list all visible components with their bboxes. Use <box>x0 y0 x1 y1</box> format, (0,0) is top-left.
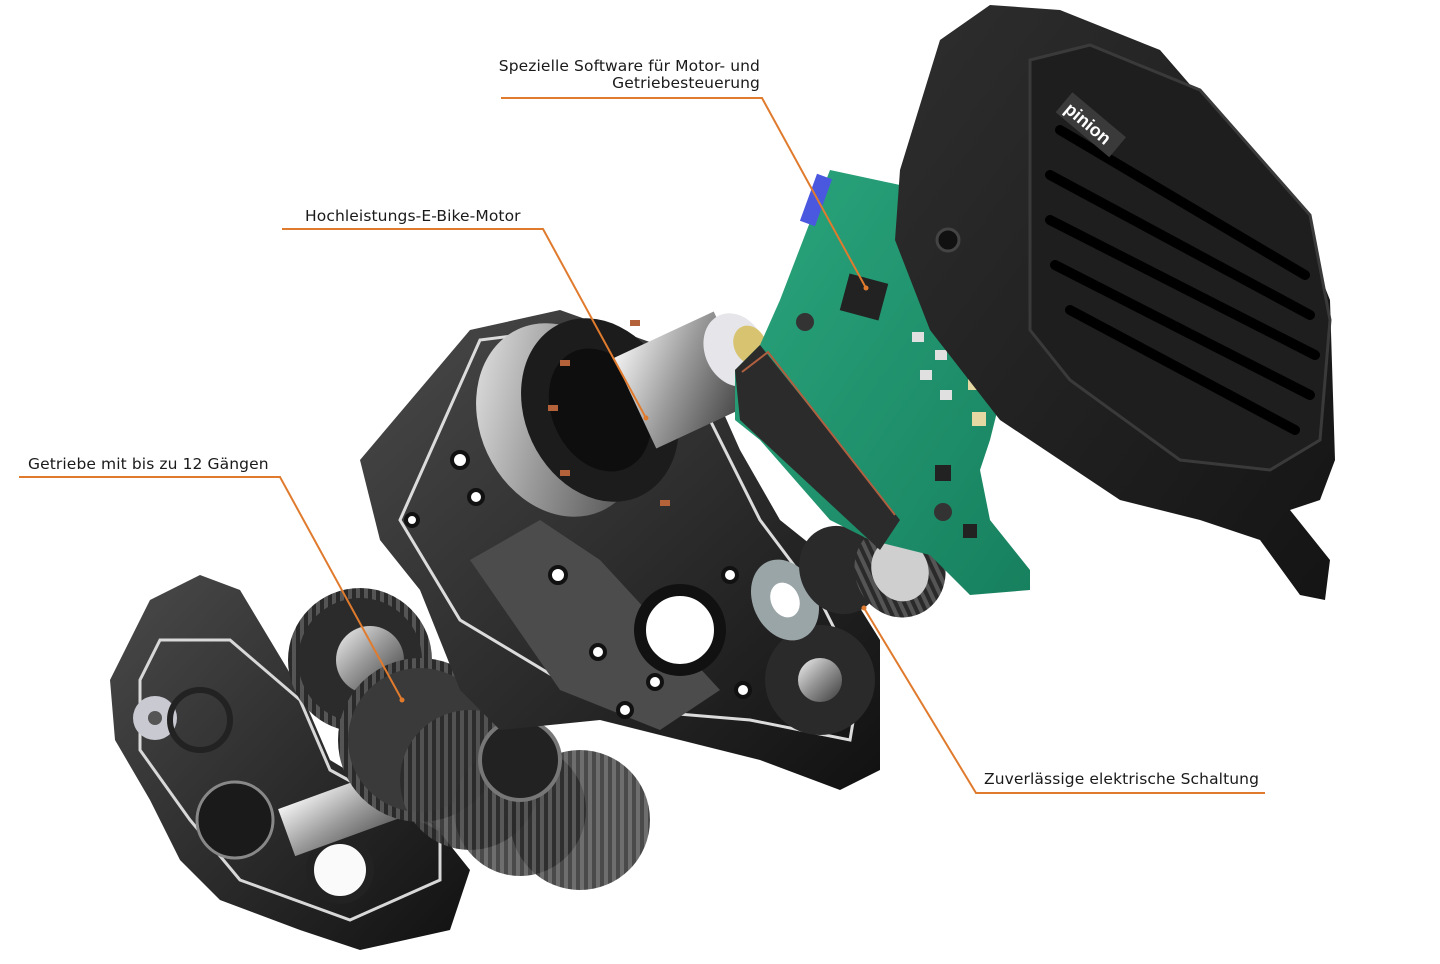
callout-line-shifting <box>863 607 1265 794</box>
callout-line-gearbox <box>19 476 403 701</box>
callout-line-motor <box>282 228 647 419</box>
callout-lines <box>19 97 1265 794</box>
callout-motor-text: Hochleistungs-E-Bike-Motor <box>305 207 521 225</box>
callout-label-motor: Hochleistungs-E-Bike-Motor <box>305 208 521 225</box>
protective-cover: pinion <box>895 5 1335 600</box>
callout-label-gearbox: Getriebe mit bis zu 12 Gängen <box>28 456 269 473</box>
callout-shifting-text: Zuverlässige elektrische Schaltung <box>984 770 1260 788</box>
callout-end-dots <box>399 285 869 703</box>
callout-label-software: Spezielle Software für Motor- und Getrie… <box>470 58 760 92</box>
gear-cluster <box>278 588 650 890</box>
callout-line-software <box>501 97 867 289</box>
callout-software-line2: Getriebesteuerung <box>612 74 760 92</box>
gearbox-housing-left <box>110 575 470 950</box>
callout-software-line1: Spezielle Software für Motor- und <box>498 57 760 75</box>
callout-label-shifting: Zuverlässige elektrische Schaltung <box>984 771 1259 788</box>
callout-gearbox-text: Getriebe mit bis zu 12 Gängen <box>28 455 269 473</box>
